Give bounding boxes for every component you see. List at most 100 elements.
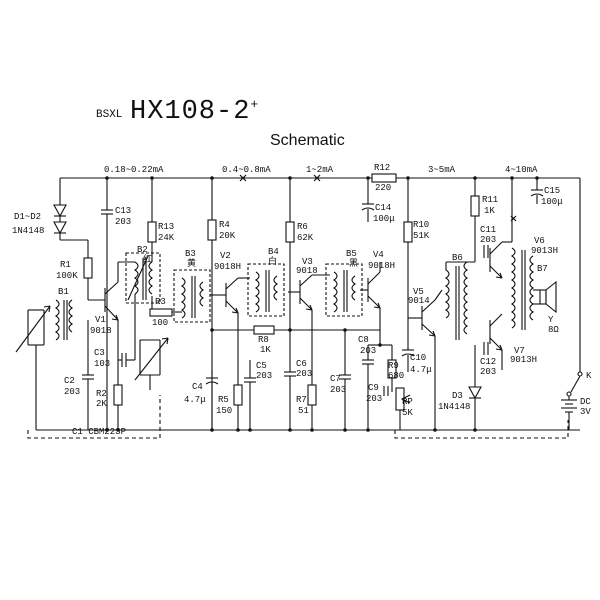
diode-d3 [468,345,482,430]
supply-rail [59,173,580,205]
c11-label: C11 [480,225,497,235]
resistor-r6 [285,178,295,330]
c6-value: 203 [296,369,313,379]
capacitor-c2 [82,320,94,430]
c12-value: 203 [480,367,497,377]
c15-value: 100μ [541,197,563,207]
c6-label: C6 [296,359,307,369]
r5-label: R5 [218,395,229,405]
c9-value: 203 [366,394,383,404]
capacitor-c15 [530,178,544,204]
driver-transformer-b6 [445,261,475,340]
b5-color: 黑 [349,259,359,269]
speaker-label: Y [548,315,554,325]
resistor-r2 [113,384,123,430]
r12-value: 220 [375,183,392,193]
v7-label: V7 [514,346,525,356]
r3-label: R3 [155,297,166,307]
model-title: HX108-2+ [130,98,259,126]
rp-value: 5K [402,408,413,418]
capacitor-c4 [205,370,219,430]
oscillator-frame [125,252,161,304]
v3-type: 9018 [296,266,318,276]
v2-label: V2 [220,251,231,261]
battery-label: DC [580,397,591,407]
r5-value: 150 [216,406,233,416]
current-label-4: 3~5mA [428,165,456,175]
b2-color: 红 [143,255,153,265]
current-label-2: 0.4~0.8mA [222,165,271,175]
r4-value: 20K [219,231,236,241]
c2-label: C2 [64,376,75,386]
b4-color: 白 [268,257,278,267]
r1-value: 100K [56,271,78,281]
b7-label: B7 [537,264,548,274]
capacitor-c14 [361,178,375,222]
transistor-v5 [408,289,443,430]
d3-label: D3 [452,391,463,401]
resistor-r11 [470,178,480,240]
transistor-v6 [474,240,512,279]
v4-label: V4 [373,250,384,260]
page-subtitle: Schematic [270,132,345,149]
c14-value: 100μ [373,214,395,224]
c8-value: 203 [360,346,377,356]
if-transformer-b3 [173,269,211,323]
b3-label: B3 [185,249,196,259]
capacitor-c13 [101,178,113,430]
r2-value: 2K [96,399,107,409]
b1-label: B1 [58,287,69,297]
r12-label: R12 [374,163,391,173]
diodes-d1-d2 [53,204,67,240]
d3-value: 1N4148 [438,402,471,412]
c3-value: 103 [94,359,111,369]
brand-label: BSXL [96,109,123,121]
resistor-r10 [403,178,413,345]
c15-label: C15 [544,186,561,196]
tuning-capacitor-gang2 [134,337,169,390]
antenna-coil-b1 [15,299,73,430]
current-label-3: 1~2mA [306,165,334,175]
capacitor-c6 [284,330,296,430]
current-label-1: 0.18~0.22mA [104,165,164,175]
r7-value: 51 [298,406,309,416]
speaker-value: 8Ω [548,325,559,335]
c14-label: C14 [375,203,392,213]
r9-label: R9 [388,361,399,371]
r13-label: R13 [158,222,175,232]
model-number: HX108-2 [130,97,251,127]
resistor-r5 [233,360,243,430]
c9-label: C9 [368,383,379,393]
c1-label: C1 CBM223P [72,427,127,437]
v5-type: 9014 [408,296,430,306]
transistor-v1 [88,262,119,385]
r2-label: R2 [96,389,107,399]
r6-label: R6 [297,222,308,232]
c7-value: 203 [330,385,347,395]
model-suffix: + [250,97,260,112]
b6-label: B6 [452,253,463,263]
speaker-icon [533,280,557,314]
capacitor-c12 [483,342,489,355]
capacitor-c5 [244,360,256,430]
ganged-link [27,395,569,439]
battery-value: 3V [580,407,591,417]
oscillator-coil-b2 [118,255,153,360]
r8-label: R8 [258,335,269,345]
r8-value: 1K [260,345,271,355]
r6-value: 62K [297,233,314,243]
capacitor-c11 [483,245,489,258]
resistor-r3 [149,296,182,317]
v4-type: 9018H [368,261,396,271]
r9-value: 680 [388,371,405,381]
r4-label: R4 [219,220,230,230]
r13-value: 24K [158,233,175,243]
d1d2-label: D1~D2 [14,212,42,222]
rp-label: RP [402,397,413,407]
r1-label: R1 [60,260,71,270]
v2-type: 9018H [214,262,242,272]
v1-label: V1 [95,315,106,325]
c12-label: C12 [480,357,497,367]
resistor-r7 [307,370,317,430]
